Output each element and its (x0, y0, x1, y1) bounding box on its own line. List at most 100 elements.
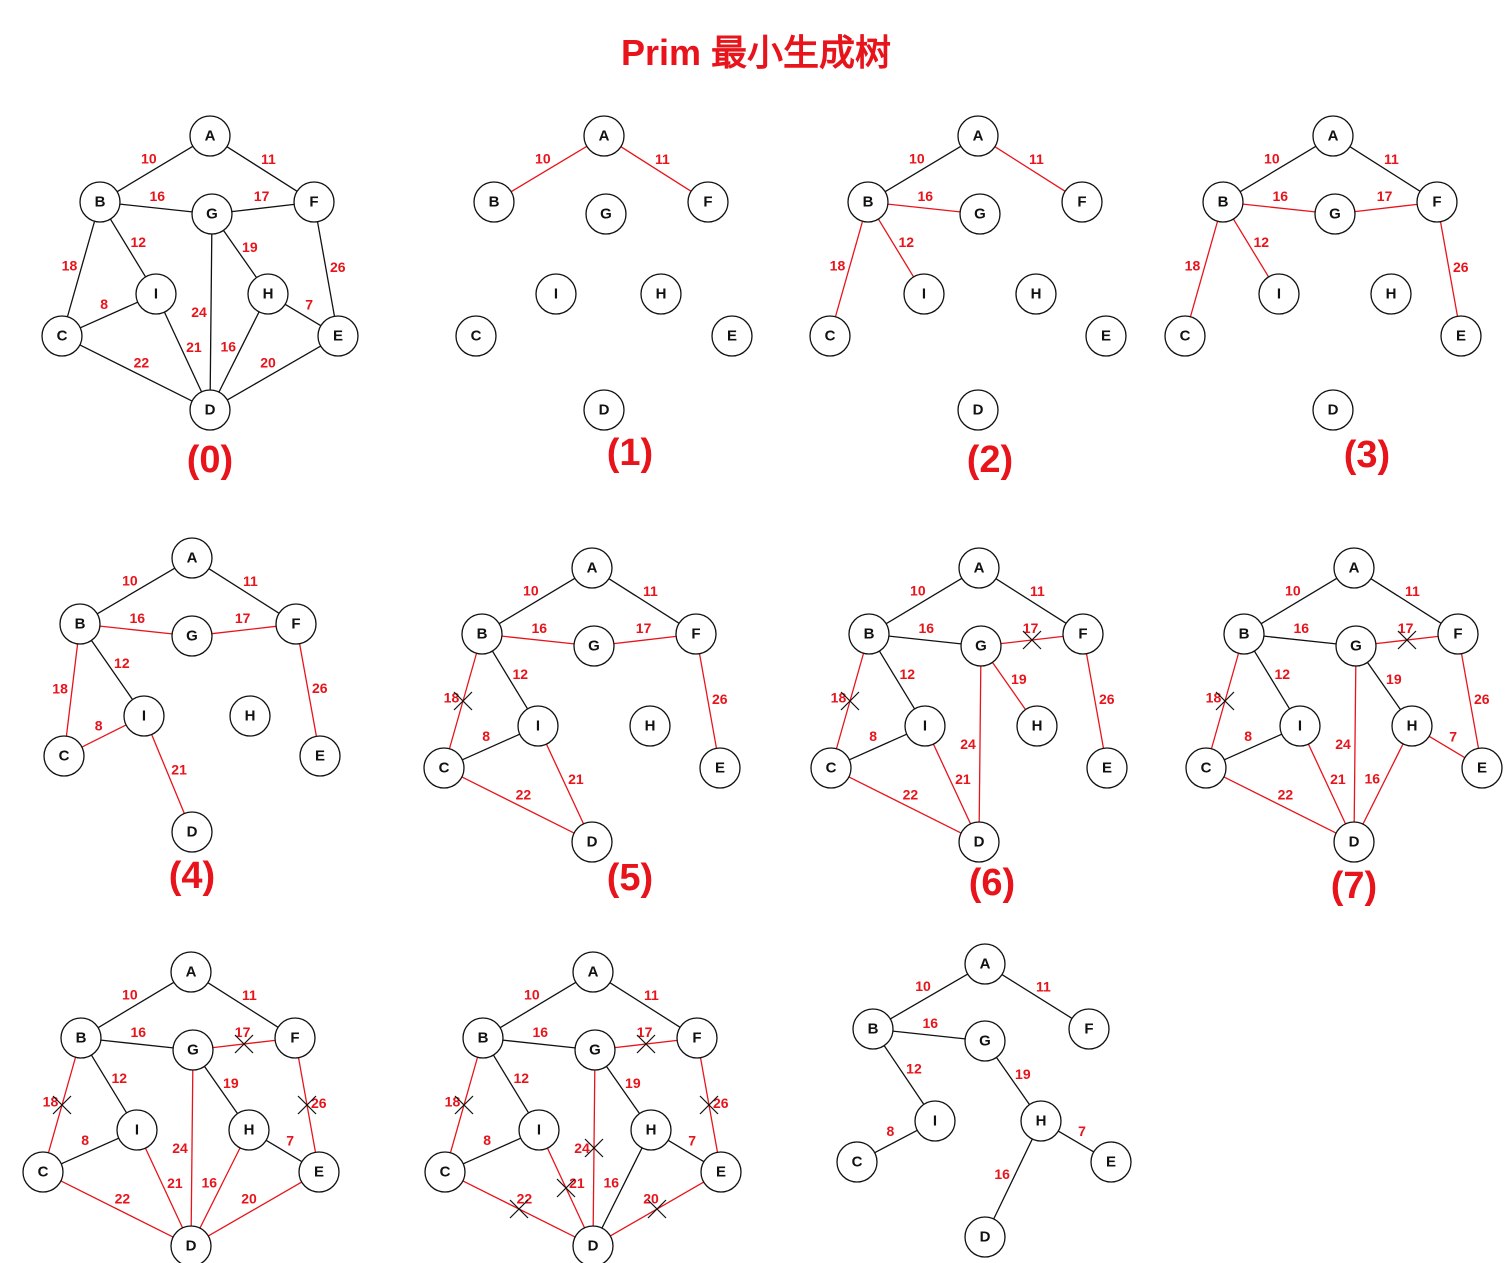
node-label-H: H (1032, 718, 1043, 735)
edge-weight-GH: 19 (1015, 1066, 1031, 1082)
edge-weight-ID: 21 (1330, 771, 1346, 787)
edge-AB (97, 981, 175, 1029)
node-label-I: I (537, 1122, 541, 1139)
edge-weight-HE: 7 (1449, 729, 1457, 745)
node-A (957, 115, 999, 157)
node-B (60, 1017, 102, 1059)
edge-weight-BI: 12 (114, 655, 130, 671)
node-E (699, 747, 741, 789)
node-A (571, 547, 613, 589)
edge-BI (883, 1045, 925, 1105)
edge-HD (199, 1147, 241, 1229)
edge-weight-GD: 24 (1335, 736, 1351, 752)
edge-weight-AB: 10 (1264, 151, 1280, 167)
edge-IC (60, 1137, 120, 1165)
edge-weight-AB: 10 (909, 151, 925, 167)
edge-BG (1263, 635, 1337, 645)
node-label-D: D (1349, 834, 1360, 851)
node-G (964, 1020, 1006, 1062)
edge-AF (1349, 146, 1421, 192)
edge-HE (1428, 735, 1466, 759)
node-F (675, 613, 717, 655)
cross-mark (1215, 691, 1235, 711)
node-label-G: G (975, 638, 987, 655)
node-D (170, 1225, 212, 1263)
node-I (123, 695, 165, 737)
edge-weight-AF: 11 (1405, 583, 1420, 599)
edge-AF (620, 146, 692, 192)
node-A (958, 547, 1000, 589)
edge-weight-GD: 24 (172, 1140, 188, 1156)
node-label-H: H (245, 708, 256, 725)
edge-HD (601, 1147, 643, 1229)
node-B (848, 613, 890, 655)
node-label-E: E (716, 1164, 726, 1181)
node-F (1062, 613, 1104, 655)
node-D (171, 811, 213, 853)
edge-weight-BC: 18 (445, 1094, 461, 1110)
edge-weight-IC: 8 (887, 1123, 895, 1139)
node-label-G: G (186, 628, 198, 645)
node-label-D: D (1328, 402, 1339, 419)
edge-BG (119, 203, 193, 213)
edge-weight-CD: 22 (115, 1190, 131, 1206)
edge-weight-IC: 8 (100, 296, 108, 312)
edge-FE (316, 221, 336, 317)
edge-CD (1223, 776, 1337, 834)
edge-weight-ID: 21 (186, 339, 202, 355)
edge-BI (90, 1054, 128, 1114)
edge-weight-HE: 7 (1078, 1123, 1086, 1139)
edge-weight-CD: 22 (903, 786, 919, 802)
node-G (1335, 625, 1377, 667)
node-label-I: I (1298, 718, 1302, 735)
node-label-G: G (1350, 638, 1362, 655)
edge-weight-GD: 24 (191, 304, 207, 320)
edge-weight-AB: 10 (915, 978, 931, 994)
edge-weight-ED: 20 (260, 355, 276, 371)
node-label-E: E (727, 328, 737, 345)
node-label-A: A (973, 128, 984, 145)
edge-weight-IC: 8 (1244, 728, 1252, 744)
edge-weight-BC: 18 (444, 690, 460, 706)
node-label-B: B (864, 626, 875, 643)
edge-BI (109, 218, 147, 278)
edge-weight-AB: 10 (910, 583, 926, 599)
cross-mark (454, 1095, 474, 1115)
edge-weight-AB: 10 (1285, 583, 1301, 599)
edge-AF (207, 982, 279, 1028)
step-label: (7) (1331, 865, 1377, 907)
edge-weight-IC: 8 (95, 717, 103, 733)
edge-weight-BI: 12 (513, 1070, 529, 1086)
node-F (275, 603, 317, 645)
edge-weight-HE: 7 (688, 1133, 696, 1149)
edge-weight-BI: 12 (130, 234, 146, 250)
edge-weight-BG: 16 (130, 1024, 146, 1040)
edge-weight-BG: 16 (1293, 620, 1309, 636)
edge-ED (207, 1181, 303, 1237)
edge-weight-FE: 26 (712, 691, 728, 707)
node-label-F: F (692, 1030, 701, 1047)
node-F (293, 181, 335, 223)
edge-weight-HD: 16 (201, 1175, 217, 1191)
node-label-I: I (135, 1122, 139, 1139)
edge-weight-ED: 20 (643, 1191, 659, 1207)
edge-weight-BC: 18 (830, 258, 846, 274)
edge-AF (608, 578, 680, 624)
edge-HE (1057, 1130, 1095, 1153)
edge-weight-IC: 8 (869, 728, 877, 744)
edge-weight-AF: 11 (1030, 583, 1045, 599)
edge-AF (1370, 578, 1442, 624)
node-label-B: B (75, 616, 86, 633)
edge-AF (995, 578, 1067, 624)
edge-GF (613, 635, 677, 645)
edge-BI (877, 218, 915, 278)
node-label-E: E (1456, 328, 1466, 345)
edge-HE (265, 1139, 303, 1163)
cross-mark (297, 1095, 317, 1115)
edge-AB (884, 145, 962, 193)
edge-weight-GF: 17 (254, 188, 270, 204)
